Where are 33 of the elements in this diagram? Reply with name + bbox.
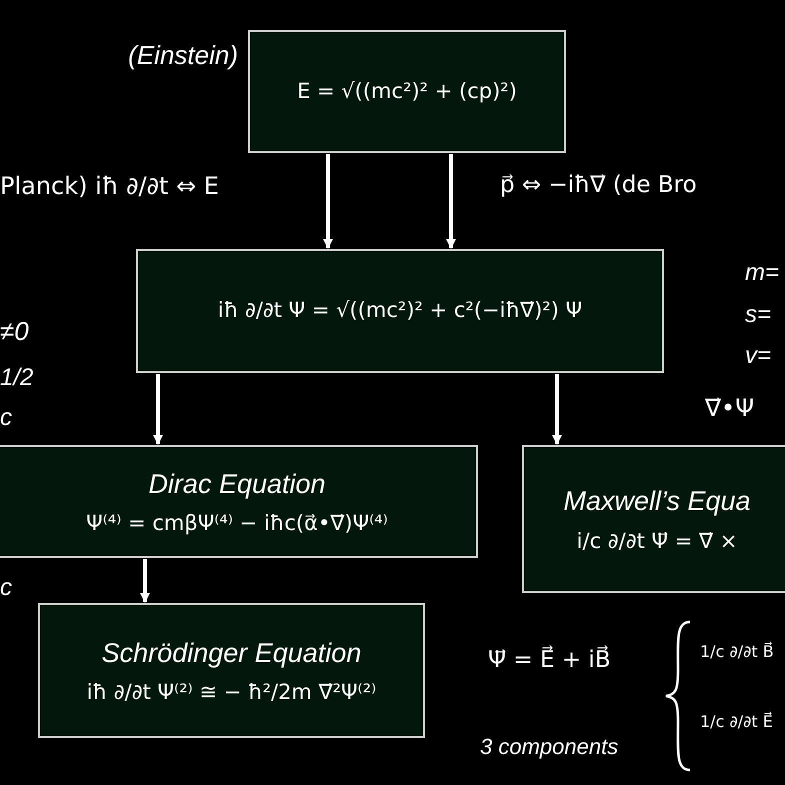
annotation: 1/2 [0,363,34,393]
formula: 1/c ∂/∂t B⃗ [700,640,774,663]
equation-box [136,249,664,373]
node-label: (Einstein) [128,39,238,72]
annotation: v= [745,341,772,371]
annotation: 3 components [480,733,618,761]
formula: Ψ⃗ = E⃗ + iB⃗ [488,644,611,675]
annotation: c [0,573,12,603]
equation: i/c ∂/∂t Ψ⃗ = ∇⃗ × [576,528,738,554]
arrow [446,154,456,249]
box-heading: Schrödinger Equation [102,636,362,670]
arrow [153,374,163,445]
equation: iħ ∂/∂t Ψ = √((mc²)² + c²(−iħ∇⃗)²) Ψ [218,297,582,324]
formula: 1/c ∂/∂t E⃗ [700,710,773,733]
annotation: m= [745,258,780,288]
formula: Planck) iħ ∂/∂t ⇔ E [0,171,219,202]
equation: Ψ⁽⁴⁾ = cmβΨ⁽⁴⁾ − iħc(α⃗•∇⃗)Ψ⁽⁴⁾ [86,510,388,537]
annotation: c [0,403,12,433]
annotation: s= [745,300,772,330]
formula: ∇⃗•Ψ [705,393,754,424]
equation-box [0,445,478,558]
equation: E = √((mc²)² + (cp)²) [297,78,517,105]
arrow [552,374,562,445]
formula: p⃗ ⇔ −iħ∇⃗ (de Bro [500,171,697,200]
equation-box [248,30,566,153]
arrow [323,154,333,249]
annotation: ≠0 [0,315,29,348]
box-heading: Dirac Equation [148,468,326,501]
equation-box [38,603,425,738]
arrow [140,559,150,603]
box-heading: Maxwell’s Equa [563,485,751,518]
equation-box [522,445,785,593]
equation: iħ ∂/∂t Ψ⁽²⁾ ≅ − ħ²/2m ∇⃗²Ψ⁽²⁾ [86,679,376,706]
